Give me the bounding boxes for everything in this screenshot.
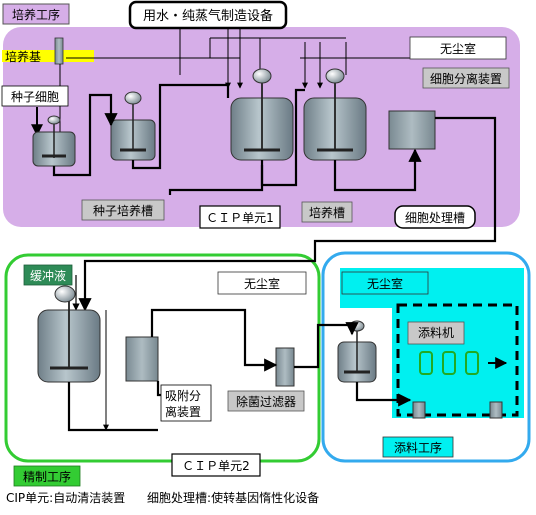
cleanroom-top-label: 无尘室	[440, 41, 476, 56]
filling-process-label: 添料工序	[394, 440, 442, 455]
cell-treatment-label: 细胞处理槽	[405, 211, 465, 225]
culture-process-label: 培养工序	[12, 7, 60, 22]
footer-notes: CIP单元:自动清洁装置 细胞处理槽:使转基因惰性化设备	[6, 489, 337, 506]
cell-separator-label: 细胞分离装置	[430, 71, 502, 86]
cip-unit-2-label: ＣＩＰ单元2	[182, 459, 250, 473]
adsorption-label-line1: 吸附分	[165, 389, 201, 403]
filling-tank	[337, 320, 377, 383]
culture-medium-label: 培养基	[5, 49, 41, 64]
cleanroom-left-label: 无尘室	[244, 276, 280, 291]
culture-medium-bar	[2, 50, 94, 62]
water-steam-label: 用水・纯蒸气制造设备	[143, 8, 273, 24]
culture-pipes	[52, 83, 497, 312]
adsorption-label-line2: 离装置	[165, 404, 201, 419]
cell-treatment-note: 细胞处理槽:使转基因惰性化设备	[147, 491, 320, 505]
cell-separator-box	[422, 67, 510, 89]
buffer-tank	[37, 285, 101, 383]
culture-tank-box	[301, 201, 353, 223]
seed-cells-box	[1, 85, 69, 107]
steam-lines	[57, 28, 430, 141]
culture-tank-1	[230, 68, 294, 161]
filler-label: 添料机	[418, 326, 454, 340]
cleanroom-left-box	[217, 271, 307, 295]
cleanroom-right-box	[341, 271, 429, 295]
cleanroom-right-label: 无尘室	[367, 276, 403, 291]
cell-separator-unit	[388, 110, 436, 150]
adsorption-label: 吸附分 离装置	[165, 389, 205, 419]
filling-area	[321, 251, 531, 463]
refining-process-label: 精制工序	[23, 469, 71, 484]
culture-process-box	[2, 3, 70, 25]
filler-right-support	[489, 401, 503, 419]
adsorption-box	[160, 384, 212, 422]
culture-tank-2	[303, 68, 367, 161]
buffer-label: 缓冲液	[30, 268, 66, 283]
seed-tank-2	[110, 91, 156, 161]
filling-process-box	[382, 436, 454, 458]
medium-inlet	[54, 37, 64, 65]
vials	[419, 351, 479, 375]
sterile-filter-box	[227, 390, 305, 412]
sterile-filter-unit	[275, 347, 295, 387]
filler-box	[407, 321, 465, 345]
filler-left-support	[412, 401, 426, 419]
cleanroom-top-box	[409, 36, 507, 60]
adsorption-unit	[125, 336, 159, 382]
cip-unit-1-box	[199, 205, 281, 229]
water-steam-box	[128, 0, 288, 30]
cip-unit-2-box	[171, 453, 261, 477]
refining-process-box	[13, 465, 81, 487]
cip-unit-1-label: ＣＩＰ单元1	[206, 211, 274, 225]
seed-tank-label: 种子培养槽	[93, 203, 153, 218]
seed-tank-box	[81, 199, 165, 221]
cip-note: CIP单元:自动清洁装置	[6, 491, 126, 505]
filler-machine	[396, 303, 519, 417]
buffer-box	[23, 264, 73, 286]
cell-treatment-box	[394, 205, 476, 229]
sterile-filter-label: 除菌过滤器	[236, 394, 296, 409]
culture-tank-label: 培养槽	[309, 205, 345, 220]
seed-cells-label: 种子细胞	[11, 90, 59, 104]
